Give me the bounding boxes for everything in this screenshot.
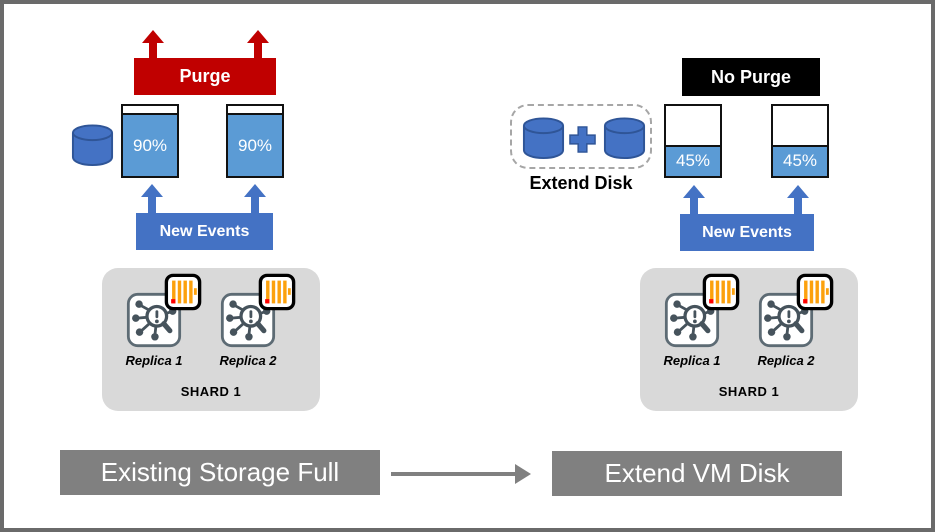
storage-container: 45% [771,104,829,178]
container-percent-label: 90% [237,135,273,155]
storage-container: 90% [226,104,284,178]
container-fill: 45% [773,144,827,176]
log-stream-icon [796,273,834,311]
shard-box: Replica 1 Replica 2 SHARD 1 [640,268,858,411]
database-cylinder-icon [70,123,115,168]
arrow-head [683,185,705,198]
replica-label: Replica 2 [219,353,277,368]
replica-network-icon [126,292,182,348]
container-percent-label: 45% [782,151,818,171]
container-fill: 90% [228,113,282,176]
arrow-head [247,30,269,43]
arrow-stem [149,43,157,58]
storage-container: 45% [664,104,722,178]
arrow-head [244,184,266,197]
arrow-stem [148,197,156,215]
purge-box: Purge [134,58,276,95]
shard-label: SHARD 1 [718,384,780,399]
new-events-up-arrow-icon [141,184,163,215]
no-purge-box: No Purge [682,58,820,96]
caption-label: Extend VM Disk [604,458,790,488]
new-events-label: New Events [159,222,250,240]
arrow-head [141,184,163,197]
extend-disk-label: Extend Disk [529,173,633,193]
new-events-box: New Events [680,214,814,251]
log-stream-icon [164,273,202,311]
log-stream-icon [258,273,296,311]
arrow-head [787,185,809,198]
replica-label: Replica 2 [757,353,815,368]
arrow-stem [254,43,262,58]
caption-extend-vm-disk: Extend VM Disk [552,451,842,496]
new-events-up-arrow-icon [787,185,809,216]
container-percent-label: 90% [132,135,168,155]
arrow-stem [690,198,698,216]
replica-label: Replica 1 [125,353,183,368]
plus-icon [568,125,597,154]
storage-container: 90% [121,104,179,178]
shard-label: SHARD 1 [180,384,242,399]
arrow-stem [251,197,259,215]
no-purge-label: No Purge [710,66,791,87]
new-events-up-arrow-icon [244,184,266,215]
shard-box: Replica 1 Replica 2 SHARD 1 [102,268,320,411]
purge-up-arrow-icon [142,30,164,58]
right-arrow-icon [391,472,516,476]
caption-label: Existing Storage Full [100,457,340,487]
container-percent-label: 45% [675,151,711,171]
right-arrow-head-icon [515,464,531,484]
new-events-up-arrow-icon [683,185,705,216]
arrow-stem [794,198,802,216]
arrow-head [142,30,164,43]
new-events-label: New Events [702,223,792,241]
container-fill: 90% [123,113,177,176]
database-cylinder-icon [521,116,566,161]
database-cylinder-icon [602,116,647,161]
purge-label: Purge [179,66,231,86]
new-events-box: New Events [136,213,273,250]
extend-disk-group [510,104,652,169]
log-stream-icon [702,273,740,311]
replica-label: Replica 1 [663,353,721,368]
purge-up-arrow-icon [247,30,269,58]
caption-existing-storage-full: Existing Storage Full [60,450,380,495]
container-fill: 45% [666,144,720,176]
